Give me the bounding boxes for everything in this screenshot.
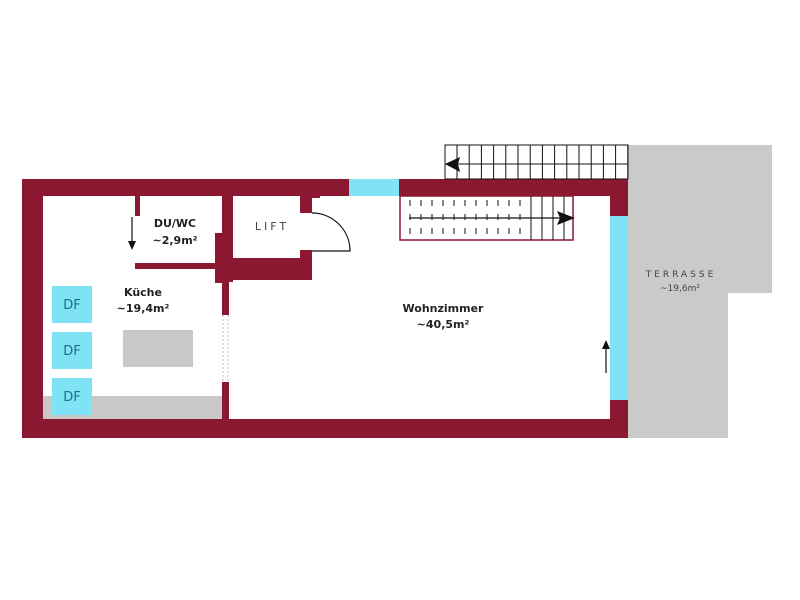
living-name: Wohnzimmer (403, 302, 485, 315)
window-right (610, 216, 628, 400)
sliding-door (222, 315, 229, 382)
bath-area: ~2,9m² (153, 234, 198, 247)
terrace-area-label: ~19,6m² (660, 284, 700, 294)
lift-label: LIFT (255, 220, 289, 233)
inner-walls (135, 186, 320, 419)
skylight-3: DF (52, 378, 92, 415)
lift-door-swing (311, 212, 351, 252)
terrace-area (628, 145, 772, 438)
stairs-inside (399, 195, 574, 241)
svg-text:DF: DF (63, 298, 81, 313)
stairs-arrow-right-icon (557, 211, 575, 225)
terrace-arrow-icon (602, 340, 610, 373)
kitchen-area: ~19,4m² (117, 302, 170, 315)
window-top (349, 179, 399, 196)
kitchen-island (123, 330, 193, 367)
stairs-outside (444, 144, 629, 180)
entry-arrow-icon (128, 217, 136, 250)
svg-text:DF: DF (63, 390, 81, 405)
skylight-2: DF (52, 332, 92, 369)
svg-text:DF: DF (63, 344, 81, 359)
terrace-name: TERRASSE (645, 270, 717, 280)
stairs-arrow-left-icon (445, 157, 460, 172)
bath-name: DU/WC (154, 217, 196, 230)
kitchen-name: Küche (124, 286, 162, 299)
skylight-1: DF (52, 286, 92, 323)
living-area: ~40,5m² (417, 318, 470, 331)
